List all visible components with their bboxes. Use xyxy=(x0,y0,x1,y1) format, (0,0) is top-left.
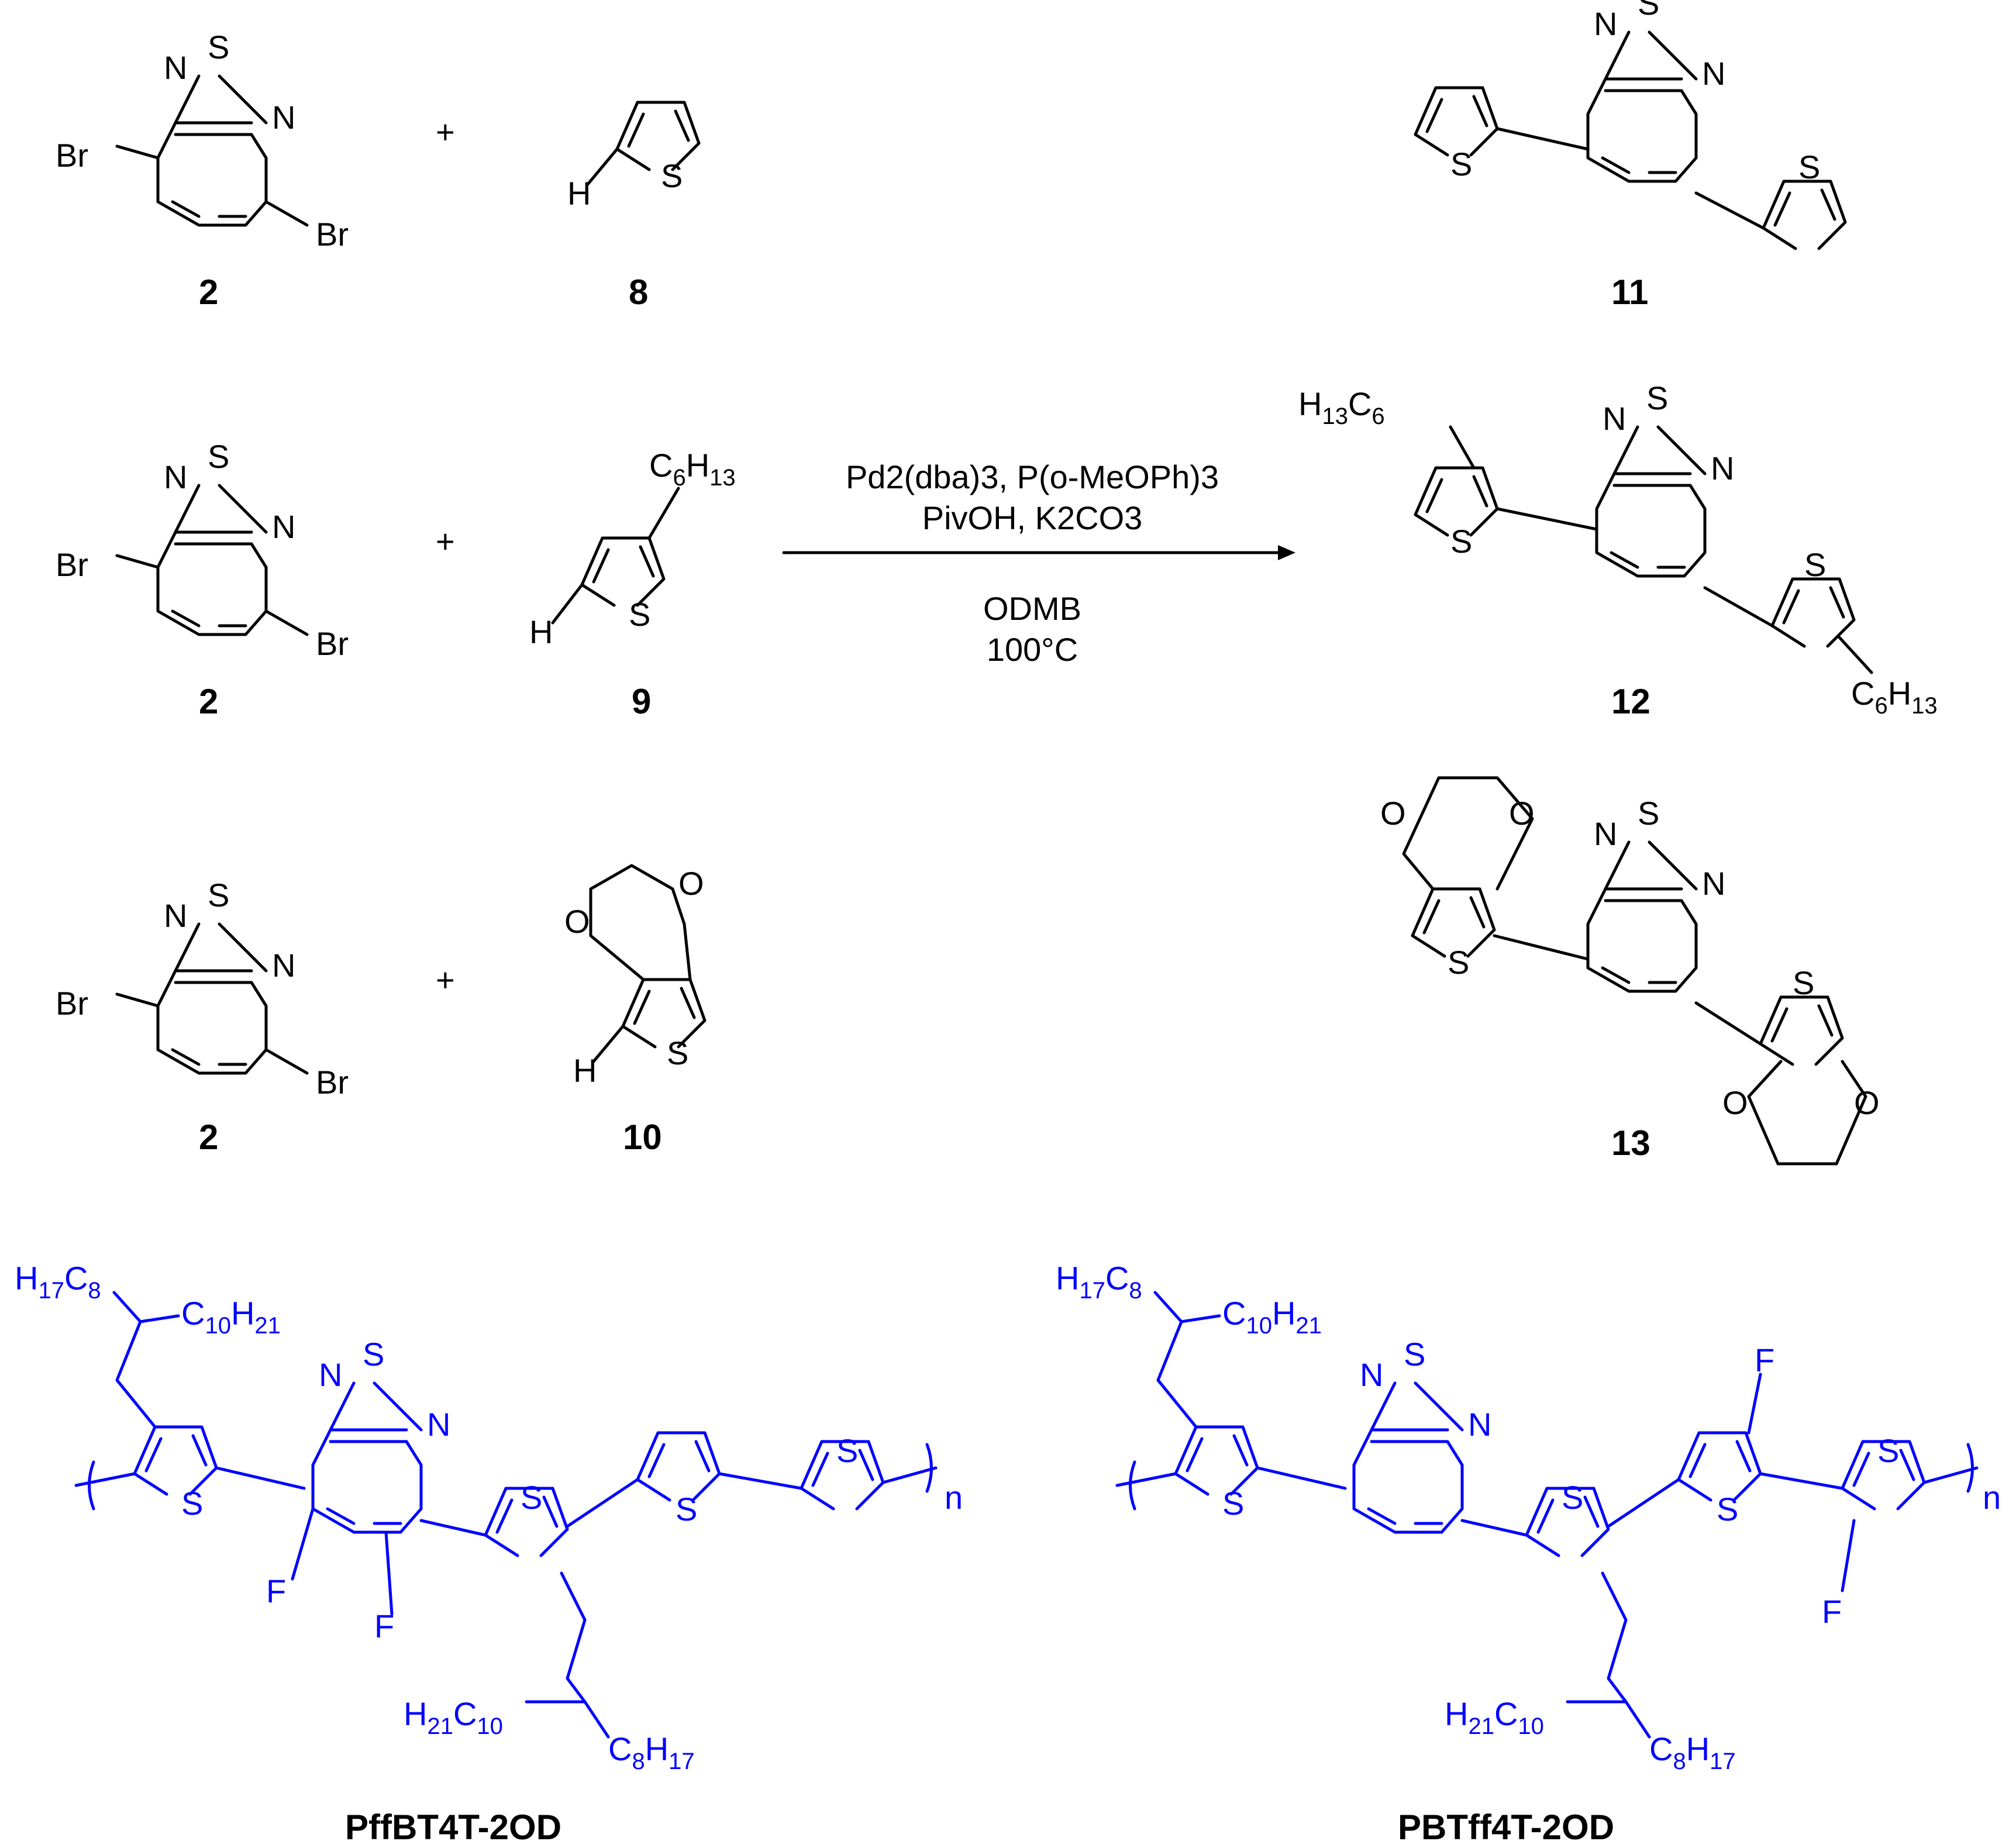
fluorine-atom: F xyxy=(266,1573,286,1609)
compound-label: 2 xyxy=(199,273,218,312)
side-chain-label: H21C10 xyxy=(404,1695,503,1739)
side-chain-label: C8H17 xyxy=(608,1730,695,1774)
sulfur-atom: S xyxy=(521,1479,542,1516)
compound-label: 2 xyxy=(199,1118,218,1157)
repeat-unit-n: n xyxy=(945,1479,963,1516)
compound-label: 10 xyxy=(623,1118,662,1157)
sulfur-atom: S xyxy=(181,1485,203,1522)
solvent: ODMB xyxy=(983,590,1081,627)
sulfur-atom: S xyxy=(1222,1485,1244,1522)
hexyl-label: H13C6 xyxy=(1298,385,1385,429)
sulfur-atom: S xyxy=(1877,1432,1899,1469)
oxygen-atom: O xyxy=(1854,1084,1880,1121)
compound-11: S S 11 xyxy=(1415,0,1845,312)
oxygen-atom: O xyxy=(564,903,590,940)
sulfur-atom: S xyxy=(1804,546,1826,583)
fluorine-atom: F xyxy=(1755,1342,1774,1378)
side-chain-label: H21C10 xyxy=(1445,1695,1544,1739)
side-chain-label: H17C8 xyxy=(15,1260,101,1304)
compound-13: S O O S O O 13 xyxy=(1380,776,1880,1166)
compound-label: 11 xyxy=(1611,273,1648,312)
compound-label: 8 xyxy=(629,273,648,312)
sulfur-atom: S xyxy=(1562,1479,1583,1516)
compound-label: 12 xyxy=(1611,682,1650,721)
side-chain-label: C10H21 xyxy=(181,1295,281,1339)
sulfur-atom: S xyxy=(1793,964,1814,1001)
sulfur-atom: S xyxy=(1450,523,1472,560)
polymer-name: PffBT4T-2OD xyxy=(345,1808,561,1847)
temperature: 100°C xyxy=(987,631,1078,668)
reaction-conditions: Pd2(dba)3, P(o-MeOPh)3 PivOH, K2CO3 ODMB… xyxy=(782,458,1295,668)
sulfur-atom: S xyxy=(1448,944,1469,981)
compound-9: H S C6H13 9 xyxy=(529,447,736,721)
compound-2-row2: 2 xyxy=(56,438,349,721)
hydrogen-atom: H xyxy=(567,175,591,212)
compound-2-row3: 2 xyxy=(56,877,349,1157)
hexyl-label: C6H13 xyxy=(649,447,736,491)
oxygen-atom: O xyxy=(1380,795,1406,832)
polymer-pbtff4t-2od: H17C8 C10H21 S S H21C10 C8H17 S F S F n … xyxy=(1056,1260,2001,1847)
arrow-head xyxy=(1278,545,1295,560)
repeat-unit-n: n xyxy=(1983,1479,2001,1516)
compound-12: S H13C6 S C6H13 12 xyxy=(1298,380,1938,721)
sulfur-atom: S xyxy=(1717,1491,1738,1528)
hydrogen-atom: H xyxy=(573,1052,597,1089)
hexyl-label: C6H13 xyxy=(1851,675,1938,719)
plus-sign: + xyxy=(436,113,455,150)
side-chain-label: H17C8 xyxy=(1056,1260,1142,1304)
side-chain-label: C10H21 xyxy=(1222,1295,1322,1339)
oxygen-atom: O xyxy=(1509,795,1535,832)
polymer-name: PBTff4T-2OD xyxy=(1398,1808,1614,1847)
sulfur-atom: S xyxy=(1450,146,1472,182)
plus-sign: + xyxy=(436,523,455,560)
sulfur-atom: S xyxy=(836,1432,858,1469)
sulfur-atom: S xyxy=(629,596,650,633)
reagents-line2: PivOH, K2CO3 xyxy=(922,499,1143,536)
compound-10: H S O O 10 xyxy=(564,864,705,1157)
oxygen-atom: O xyxy=(678,865,704,902)
sulfur-atom: S xyxy=(661,157,683,194)
sulfur-atom: S xyxy=(676,1491,697,1528)
sulfur-atom: S xyxy=(667,1035,688,1071)
fluorine-atom: F xyxy=(1822,1593,1842,1630)
oxygen-atom: O xyxy=(1722,1084,1748,1121)
compound-label: 2 xyxy=(199,682,218,721)
sulfur-atom: S xyxy=(1798,149,1820,185)
compound-label: 13 xyxy=(1611,1123,1650,1163)
plus-sign: + xyxy=(436,961,455,998)
hydrogen-atom: H xyxy=(529,613,553,650)
compound-2-row1: 2 xyxy=(56,29,349,312)
side-chain-label: C8H17 xyxy=(1649,1730,1736,1774)
reagents-line1: Pd2(dba)3, P(o-MeOPh)3 xyxy=(846,458,1219,495)
polymer-pffbt4t-2od: H17C8 C10H21 S F F S H21C10 C8H17 S S n … xyxy=(15,1260,963,1847)
compound-label: 9 xyxy=(632,682,651,721)
compound-8: H S 8 xyxy=(567,102,699,312)
